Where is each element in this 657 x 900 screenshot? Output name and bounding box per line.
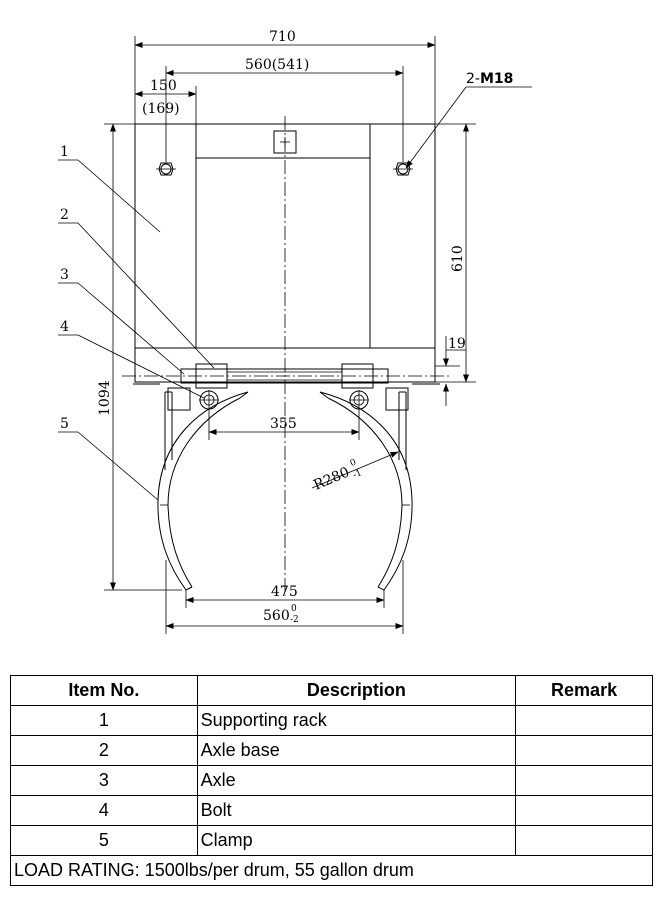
dim-total-height: 1094: [97, 123, 182, 591]
dim-475-label: 475: [271, 584, 298, 600]
dim-610-label: 610: [450, 245, 466, 272]
bolt-spec-prefix: 2-: [466, 71, 480, 87]
row-remark: [515, 825, 653, 856]
callout-4: 4: [58, 319, 205, 399]
dim-150-label: 150: [150, 78, 177, 94]
dim-r280-tol-top: 0: [349, 457, 358, 469]
centerlines: [122, 116, 450, 596]
load-rating-row: LOAD RATING: 1500lbs/per drum, 55 gallon…: [10, 855, 653, 886]
dim-1094-label: 1094: [97, 380, 113, 416]
load-rating-note: LOAD RATING: 1500lbs/per drum, 55 gallon…: [10, 855, 653, 886]
dim-560-tol-bottom: -2: [290, 615, 299, 625]
dim-clamp-outer: 560 0 -2: [165, 560, 404, 634]
pivot-bolts: [167, 387, 409, 411]
callout-1-label: 1: [60, 144, 69, 160]
dim-19-label: 19: [448, 336, 466, 352]
clamp-arms: [157, 391, 413, 591]
callout-5-label: 5: [60, 416, 69, 432]
callout-5: 5: [58, 416, 159, 501]
row-remark: [515, 795, 653, 826]
table-row: 4 Bolt: [10, 795, 653, 826]
dim-rack-height: 610: [435, 123, 476, 383]
row-description: Bolt: [196, 795, 517, 826]
row-item-no: 5: [10, 825, 198, 856]
dim-560-541-label: 560(541): [245, 57, 309, 73]
dim-radius: R280 0 -1: [311, 451, 399, 494]
dim-169-label: (169): [142, 101, 180, 117]
dim-overall-width: 710: [134, 29, 436, 124]
svg-text:2-M18: 2-M18: [466, 71, 513, 87]
table-row: 5 Clamp: [10, 825, 653, 856]
parts-table: Item No. Description Remark 1 Supporting…: [10, 675, 653, 886]
row-remark: [515, 765, 653, 796]
dim-r280-label: R280: [311, 464, 352, 493]
table-row: 2 Axle base: [10, 735, 653, 766]
header-remark: Remark: [515, 675, 653, 706]
callout-1: 1: [58, 144, 161, 233]
callout-3: 3: [58, 267, 185, 375]
row-description: Axle base: [196, 735, 517, 766]
dim-hole-spacing: 560(541): [165, 57, 404, 162]
dim-560-tol-top: 0: [291, 604, 297, 614]
dim-axle-offset: 19: [435, 336, 466, 406]
dim-560-label: 560: [263, 608, 290, 624]
bolt-spec-callout: 2-M18: [405, 71, 532, 169]
table-row: 3 Axle: [10, 765, 653, 796]
row-item-no: 1: [10, 705, 198, 736]
axle-assembly: [133, 363, 440, 389]
dim-clamp-inner: 355: [208, 410, 360, 440]
row-remark: [515, 705, 653, 736]
bolt-hole-left-icon: [156, 162, 176, 176]
row-description: Clamp: [196, 825, 517, 856]
row-description: Supporting rack: [196, 705, 517, 736]
row-item-no: 2: [10, 735, 198, 766]
row-item-no: 4: [10, 795, 198, 826]
technical-drawing: 710 560(541) 150 (169) 2-M18 610 19: [58, 29, 532, 634]
table-header-row: Item No. Description Remark: [10, 675, 653, 706]
callout-3-label: 3: [60, 267, 69, 283]
dim-710-label: 710: [269, 29, 296, 45]
row-description: Axle: [196, 765, 517, 796]
table-row: 1 Supporting rack: [10, 705, 653, 736]
callout-4-label: 4: [60, 319, 69, 335]
callout-2: 2: [58, 207, 215, 369]
bolt-hole-right-icon: [393, 162, 413, 176]
row-item-no: 3: [10, 765, 198, 796]
dim-355-label: 355: [270, 416, 297, 432]
row-remark: [515, 735, 653, 766]
bolt-spec-label: M18: [480, 71, 513, 87]
dim-r280-tol-bottom: -1: [352, 468, 364, 481]
callout-2-label: 2: [60, 207, 69, 223]
header-description: Description: [196, 675, 517, 706]
header-item-no: Item No.: [10, 675, 198, 706]
dim-clamp-bottom: 475: [185, 584, 385, 608]
dim-edge-offset: 150 (169): [134, 78, 197, 124]
